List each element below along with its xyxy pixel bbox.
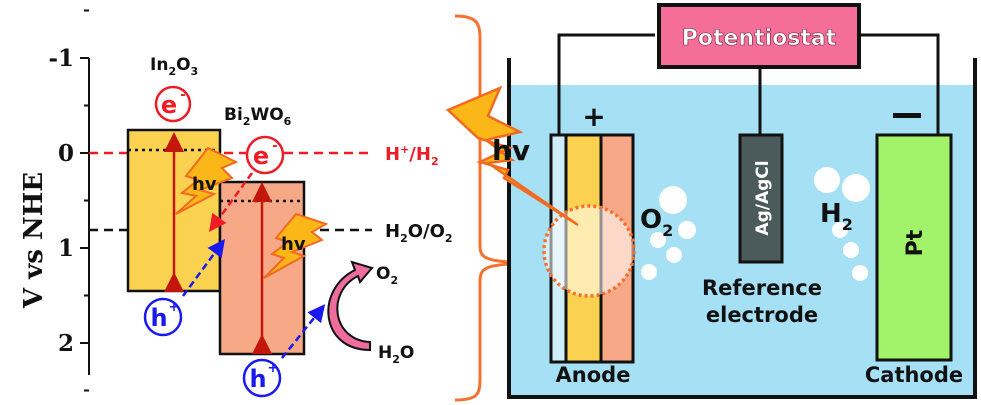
band-diagram: V vs NHE -10123 In2O3 Bi2WO6 e - e - <box>19 9 453 398</box>
svg-text:h: h <box>249 365 266 393</box>
o2-bubbles <box>641 186 696 280</box>
incident-light-bolt: hv <box>445 85 579 227</box>
anode-electrode <box>542 133 636 364</box>
h2o-reactant-label: H2O <box>378 343 414 366</box>
cathode-sign <box>893 113 921 118</box>
magnified-spot <box>542 204 636 298</box>
cathode-label: Cathode <box>865 363 963 387</box>
cathode-electrode <box>875 133 953 362</box>
y-axis-ticks: -10123 <box>48 9 89 392</box>
o2-gas-label: O2 <box>640 205 673 240</box>
svg-text:+: + <box>169 300 180 315</box>
reference-label-line2: electrode <box>706 303 818 327</box>
h2o-o2-label: H2O/O2 <box>385 221 453 245</box>
electron-transfer-arrow <box>209 172 254 233</box>
y-tick-label: 0 <box>58 140 74 167</box>
hole-badge-in2o3: h + <box>143 297 183 337</box>
y-axis-label: V vs NHE <box>19 172 49 309</box>
svg-text:e: e <box>161 91 177 119</box>
cathode-electrode-text: Pt <box>903 229 928 256</box>
electron-badge-bi2wo6: e - <box>245 135 285 175</box>
pec-cell: Potentiostat + Anode hv O2 Ag/AgCl Refer… <box>445 3 977 399</box>
water-oxidation-arrow <box>327 260 374 352</box>
svg-text:hv: hv <box>281 234 306 255</box>
electron-badge-in2o3: e - <box>154 85 192 123</box>
hole-badge-bi2wo6: h + <box>242 358 282 398</box>
svg-text:h: h <box>150 304 167 332</box>
reference-electrode <box>738 133 784 264</box>
light-bolt-in2o3: hv <box>175 146 239 215</box>
svg-text:hv: hv <box>192 174 217 195</box>
svg-text:-: - <box>272 139 277 154</box>
potentiostat-box <box>657 3 861 69</box>
in2o3-label: In2O3 <box>150 55 198 78</box>
y-tick-label: -1 <box>48 45 74 72</box>
wire-cathode <box>860 33 940 135</box>
anode-sign: + <box>582 100 605 133</box>
h-plus-h2-label: H+/H2 <box>385 143 439 168</box>
h2-bubbles <box>814 167 870 281</box>
reference-label-line1: Reference <box>702 276 822 300</box>
light-bolt-bi2wo6: hv <box>263 212 329 279</box>
o2-product-label: O2 <box>376 264 398 287</box>
hv-label: hv <box>492 134 530 167</box>
bi2wo6-label: Bi2WO6 <box>224 105 292 128</box>
potentiostat-label: Potentiostat <box>682 26 837 51</box>
svg-text:+: + <box>268 361 279 376</box>
reference-electrode-text: Ag/AgCl <box>753 160 773 235</box>
anode-label: Anode <box>556 363 631 387</box>
h2-gas-label: H2 <box>820 199 853 234</box>
svg-text:-: - <box>180 88 185 103</box>
y-tick-label: 2 <box>58 330 74 357</box>
wire-anode <box>557 33 655 135</box>
svg-text:e: e <box>253 142 269 170</box>
y-tick-label: 1 <box>58 235 74 262</box>
beaker <box>507 58 977 399</box>
